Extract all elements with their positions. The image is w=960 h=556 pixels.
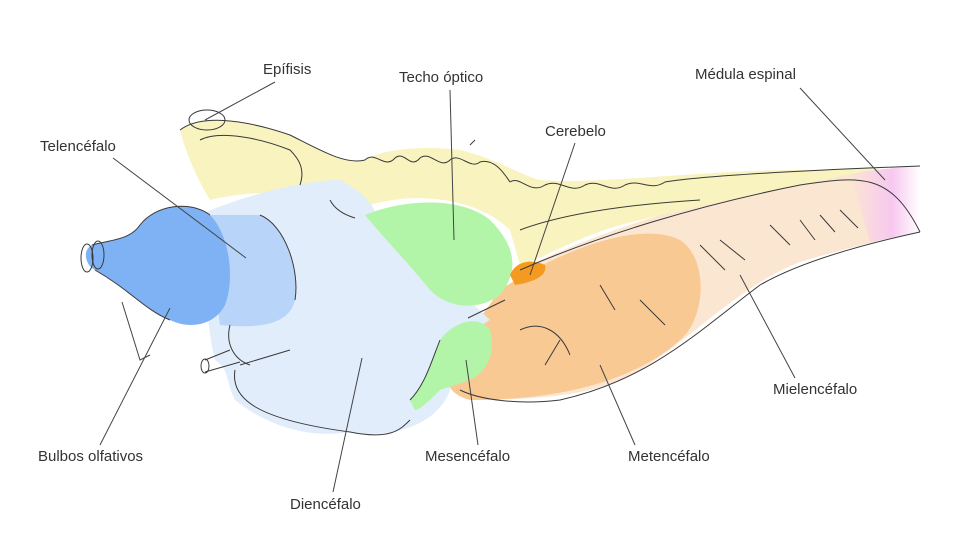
mesencefalo-lower-region (410, 321, 492, 410)
label-bulbos-olfativos: Bulbos olfativos (38, 448, 144, 465)
label-techo-optico: Techo óptico (399, 69, 484, 86)
label-telencefalo: Telencéfalo (40, 138, 116, 155)
medula-espinal-region (850, 166, 920, 242)
label-epifisis: Epífisis (263, 61, 312, 78)
cerebelo-accent (510, 261, 546, 285)
techo-optico-region (365, 202, 513, 306)
cerebelo-band (180, 120, 880, 265)
label-diencefalo: Diencéfalo (290, 496, 361, 513)
label-mielencefalo: Mielencéfalo (773, 381, 858, 398)
label-cerebelo: Cerebelo (545, 123, 606, 140)
label-mesencefalo: Mesencéfalo (425, 448, 511, 465)
epifisis-shape (188, 109, 226, 131)
label-metencefalo: Metencéfalo (628, 448, 710, 465)
bulbos-olfativos-region (85, 206, 230, 325)
label-medula-espinal: Médula espinal (695, 66, 796, 83)
telencefalo-region (205, 215, 296, 327)
metencefalo-region (446, 233, 701, 400)
